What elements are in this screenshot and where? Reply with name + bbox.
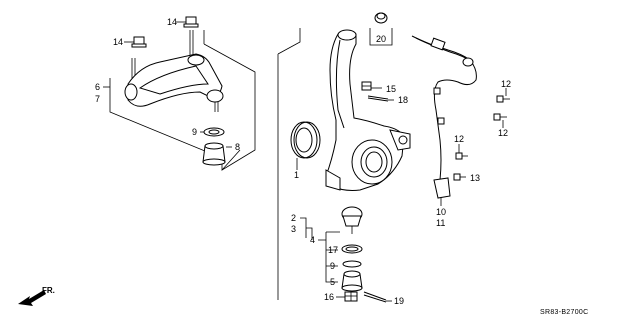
- direction-label: FR.: [42, 286, 55, 295]
- leader-2-3: [300, 217, 313, 240]
- sensor-harness: [411, 35, 477, 186]
- callout-5: 5: [330, 277, 335, 287]
- callout-20: 20: [376, 34, 386, 44]
- ball-joint-lower: [341, 206, 363, 234]
- callout-16: 16: [324, 292, 334, 302]
- callout-8: 8: [235, 142, 240, 152]
- flange-nut-14-top: [183, 16, 199, 28]
- castle-nut-15: [361, 81, 372, 91]
- bolt-12-a: [496, 95, 510, 103]
- callout-12-c: 12: [454, 134, 464, 144]
- castle-nut-16: [344, 291, 358, 302]
- callout-2: 2: [291, 213, 296, 223]
- wheel-sensor: [433, 177, 451, 199]
- cap-20-frame: [369, 28, 393, 46]
- snap-ring-17: [341, 244, 363, 254]
- bolt-12-b: [493, 113, 507, 121]
- cap-20: [374, 12, 388, 24]
- callout-1: 1: [294, 170, 299, 180]
- bolt-13: [453, 173, 466, 181]
- washer-9-upper: [203, 127, 225, 137]
- callout-15: 15: [386, 84, 396, 94]
- callout-14-top: 14: [167, 17, 177, 27]
- callout-19: 19: [394, 296, 404, 306]
- callout-11: 11: [436, 218, 445, 228]
- bolt-12-c: [455, 152, 468, 160]
- knuckle-group: 20 15 18 1: [277, 12, 411, 300]
- ball-joint-upper: [206, 89, 224, 103]
- callout-9-lower: 9: [330, 261, 335, 271]
- washer-9-lower: [342, 260, 362, 268]
- callout-9-upper: 9: [192, 127, 197, 137]
- callout-4: 4: [310, 235, 315, 245]
- callout-3: 3: [291, 224, 296, 234]
- callout-14-left: 14: [113, 37, 123, 47]
- callout-13: 13: [470, 173, 480, 183]
- callout-6: 6: [95, 82, 100, 92]
- dust-boot-8-upper: [202, 142, 226, 166]
- callout-12-a: 12: [501, 79, 511, 89]
- callout-17: 17: [328, 245, 338, 255]
- leader-4-bracket: [318, 231, 340, 283]
- cotter-pin-19: [363, 291, 387, 301]
- callout-10: 10: [436, 207, 446, 217]
- callout-12-b: 12: [498, 128, 508, 138]
- cotter-pin-18: [367, 95, 389, 100]
- callout-7: 7: [95, 94, 100, 104]
- splash-guard-1: [290, 121, 321, 159]
- abs-sensor-group: 12 12 12 13 10 11: [411, 35, 511, 228]
- front-arrow-icon: [18, 290, 46, 306]
- upper-arm-group: 14 14 6 7 9 8: [95, 16, 256, 172]
- dust-boot-5: [341, 270, 363, 292]
- group-frame: [203, 30, 256, 171]
- front-direction-indicator: FR.: [18, 286, 55, 306]
- flange-nut-14-left: [131, 36, 147, 48]
- callout-18: 18: [398, 95, 408, 105]
- diagram-code: SR83-B2700C: [540, 309, 588, 316]
- knuckle-frame: [277, 28, 301, 300]
- lower-ball-joint-group: 2 3 4 17 9 5 16 19: [291, 206, 404, 306]
